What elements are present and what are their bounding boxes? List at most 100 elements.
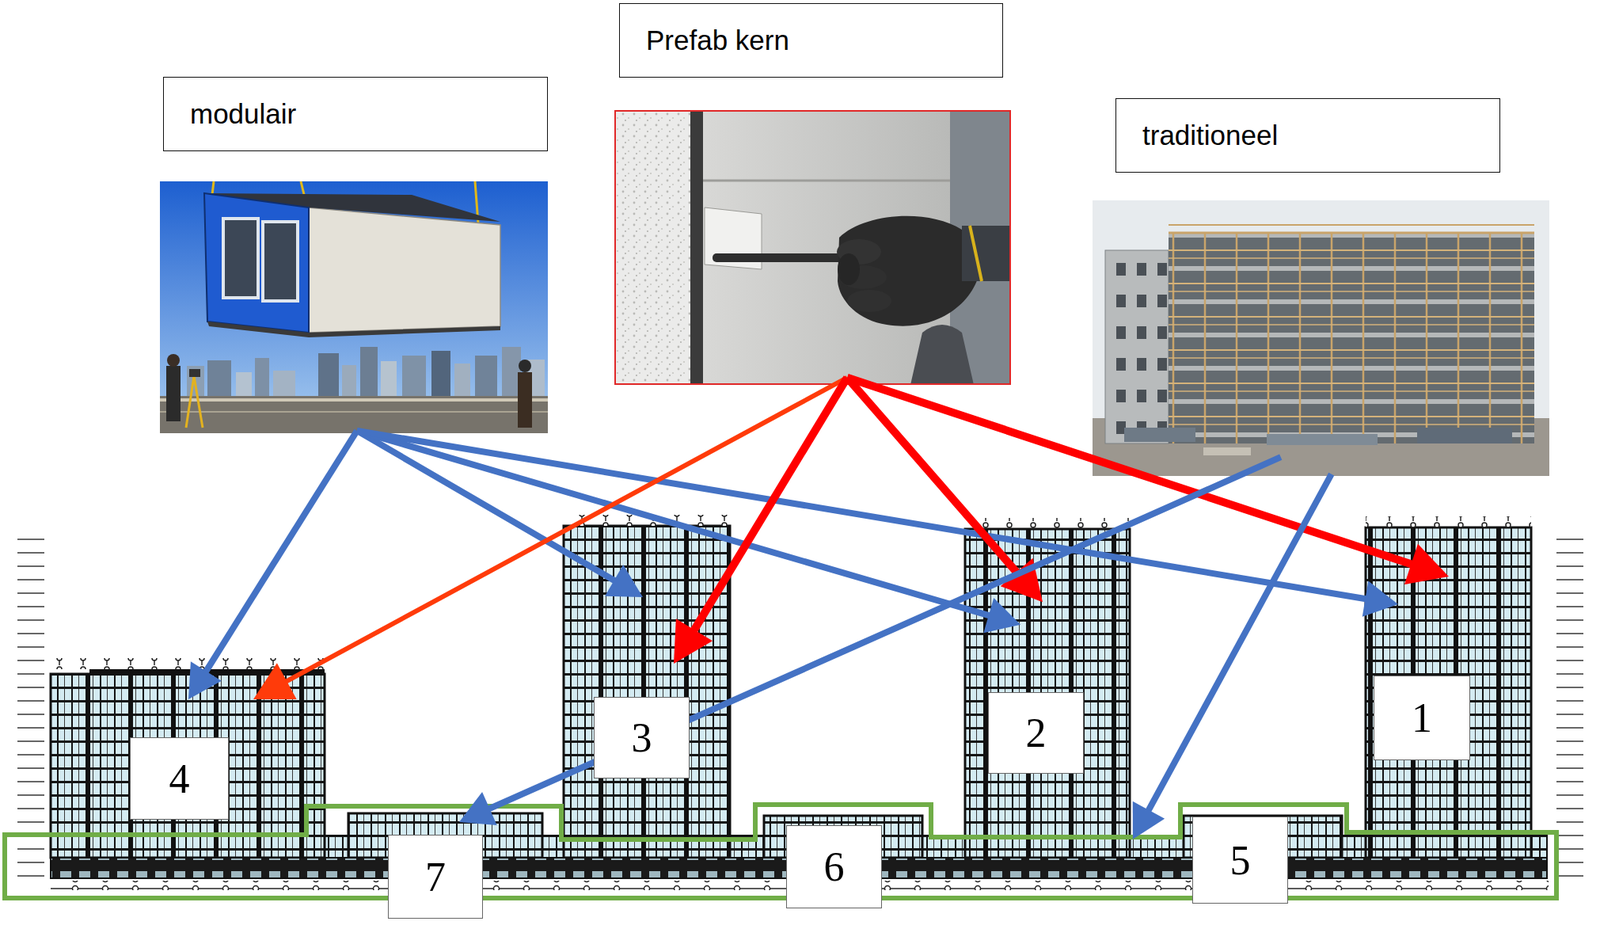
blue-arrow bbox=[188, 430, 358, 700]
arrow-shaft bbox=[357, 430, 1372, 601]
material-stack bbox=[1266, 433, 1378, 445]
tower-block: 3 bbox=[563, 525, 730, 878]
plinth-outline bbox=[4, 804, 1557, 898]
arrow-shaft bbox=[847, 377, 1023, 578]
module-window bbox=[223, 218, 259, 298]
arrow-shaft bbox=[357, 430, 620, 584]
callout-number: 1 bbox=[1373, 675, 1471, 761]
skyline-building bbox=[273, 370, 296, 400]
arrow-shaft bbox=[357, 430, 996, 618]
tower-facade bbox=[50, 673, 325, 858]
arrow-shaft bbox=[483, 456, 1281, 811]
callout-number: 4 bbox=[129, 737, 229, 820]
glove-cuff bbox=[961, 225, 1011, 282]
skyline-building bbox=[454, 363, 471, 400]
arrow-head bbox=[673, 618, 713, 664]
glove-thumb bbox=[837, 253, 860, 286]
skyline-building bbox=[475, 355, 498, 400]
arrow-head bbox=[1000, 558, 1043, 602]
method-group: traditioneel bbox=[1092, 98, 1550, 476]
skyline-building bbox=[318, 353, 339, 400]
arrow-shaft bbox=[690, 377, 848, 637]
method-label: modulair bbox=[163, 76, 548, 152]
arrow-head bbox=[1404, 543, 1449, 585]
callout-number: 5 bbox=[1192, 816, 1289, 904]
material-stack bbox=[1417, 427, 1513, 444]
glove-finger bbox=[847, 289, 892, 312]
scaffold-rail bbox=[1168, 224, 1535, 226]
module-side bbox=[308, 207, 501, 333]
facade-windows bbox=[1105, 250, 1169, 444]
skyline-building bbox=[342, 364, 357, 400]
tripod-leg bbox=[193, 376, 203, 428]
tower-block: 1 bbox=[1365, 527, 1532, 878]
scaffold-rail bbox=[1168, 231, 1535, 235]
material-stack bbox=[1203, 447, 1251, 456]
blue-arrow bbox=[1132, 474, 1332, 840]
skyline-building bbox=[207, 360, 232, 400]
tower-facade bbox=[965, 528, 1130, 858]
roof-pins bbox=[1365, 516, 1532, 528]
arrow-head bbox=[983, 597, 1021, 633]
method-label: traditioneel bbox=[1115, 98, 1501, 173]
method-label: Prefab kern bbox=[619, 3, 1004, 78]
module-front bbox=[204, 193, 309, 333]
callout-number: 3 bbox=[593, 696, 690, 779]
callout-number: 6 bbox=[786, 824, 882, 909]
scaffolded-frame bbox=[1168, 232, 1535, 444]
skyline-building bbox=[360, 346, 378, 400]
plinth-block: 6 bbox=[729, 804, 966, 878]
module-underside bbox=[207, 321, 501, 338]
arrow-shaft bbox=[847, 377, 1419, 567]
arrow-shaft bbox=[202, 430, 358, 677]
skyline-building bbox=[431, 350, 451, 400]
skyline-building bbox=[402, 355, 426, 400]
stucco-wall bbox=[614, 110, 691, 385]
finished-facade bbox=[1105, 250, 1169, 444]
arrow-head bbox=[253, 662, 297, 700]
worker bbox=[517, 372, 533, 428]
callout-number: 7 bbox=[387, 834, 483, 919]
tower-block: 2 bbox=[965, 528, 1130, 878]
worker-head bbox=[518, 359, 532, 373]
method-group: Prefab kern bbox=[614, 3, 1011, 385]
skyline-building bbox=[254, 357, 270, 400]
red-arrow bbox=[847, 377, 1043, 602]
arrow-head bbox=[459, 791, 498, 825]
photo-background bbox=[614, 110, 1011, 385]
tower-pilasters bbox=[965, 528, 1130, 858]
blue-arrow bbox=[357, 430, 1021, 633]
roof-pins bbox=[965, 517, 1130, 529]
blue-arrow bbox=[357, 430, 643, 597]
callout-number: 2 bbox=[988, 691, 1084, 774]
wall-joint bbox=[690, 110, 704, 385]
arrow-head bbox=[604, 564, 643, 597]
survey-instrument bbox=[189, 368, 201, 377]
arrow-shaft bbox=[1145, 474, 1332, 817]
tower-pilasters bbox=[50, 673, 325, 858]
photo-sky bbox=[159, 181, 548, 434]
railing bbox=[159, 410, 548, 413]
tower-pilasters bbox=[563, 525, 730, 858]
tower-block: 4 bbox=[50, 673, 325, 878]
level-ticks bbox=[17, 528, 45, 879]
material-stack bbox=[1124, 427, 1196, 442]
worker bbox=[910, 324, 974, 385]
arrow-head bbox=[188, 661, 222, 700]
worker-head bbox=[167, 353, 180, 367]
worker bbox=[166, 365, 181, 422]
red-arrow bbox=[253, 377, 848, 700]
plinth-block: 5 bbox=[1129, 804, 1366, 878]
arrow-head bbox=[1132, 801, 1165, 840]
tower-pilasters bbox=[1365, 527, 1532, 858]
blue-arrow bbox=[357, 430, 1399, 617]
glove bbox=[837, 216, 982, 327]
arrow-shaft bbox=[280, 377, 848, 685]
anchor-bolt bbox=[712, 253, 852, 263]
roof-edge bbox=[89, 668, 325, 676]
level-ticks bbox=[1556, 528, 1584, 879]
skyline-building bbox=[380, 361, 397, 400]
glove-strap bbox=[969, 225, 982, 282]
blue-arrow bbox=[459, 456, 1281, 825]
